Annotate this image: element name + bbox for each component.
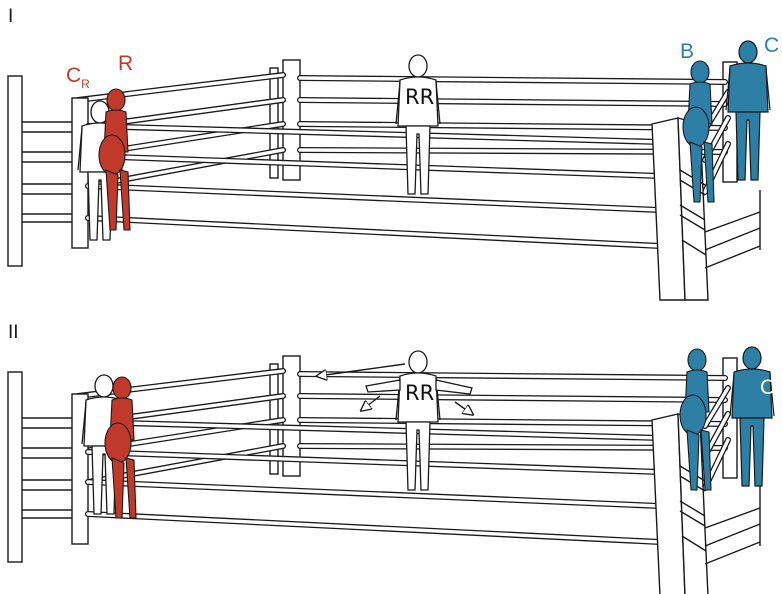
panel-1: I CR R RR B C	[8, 6, 779, 300]
referee-shirt-label: RR	[405, 381, 434, 405]
referee-shirt-label: RR	[405, 85, 434, 109]
blue-corner-label: C	[764, 34, 779, 57]
panel-numeral: I	[8, 6, 13, 27]
panel-numeral: II	[8, 322, 19, 343]
red-corner-label: CR	[66, 64, 90, 91]
red-boxer-label: R	[118, 52, 133, 75]
panel-2: II RR CB	[8, 322, 782, 594]
blue-corner-subscript: B	[775, 389, 782, 403]
direction-arrow-icon	[318, 363, 472, 414]
referee	[395, 54, 441, 195]
blue-corner-label: CB	[760, 376, 782, 403]
blue-boxer-label: B	[680, 40, 694, 63]
red-corner-subscript: R	[81, 77, 90, 91]
referee	[365, 350, 473, 491]
